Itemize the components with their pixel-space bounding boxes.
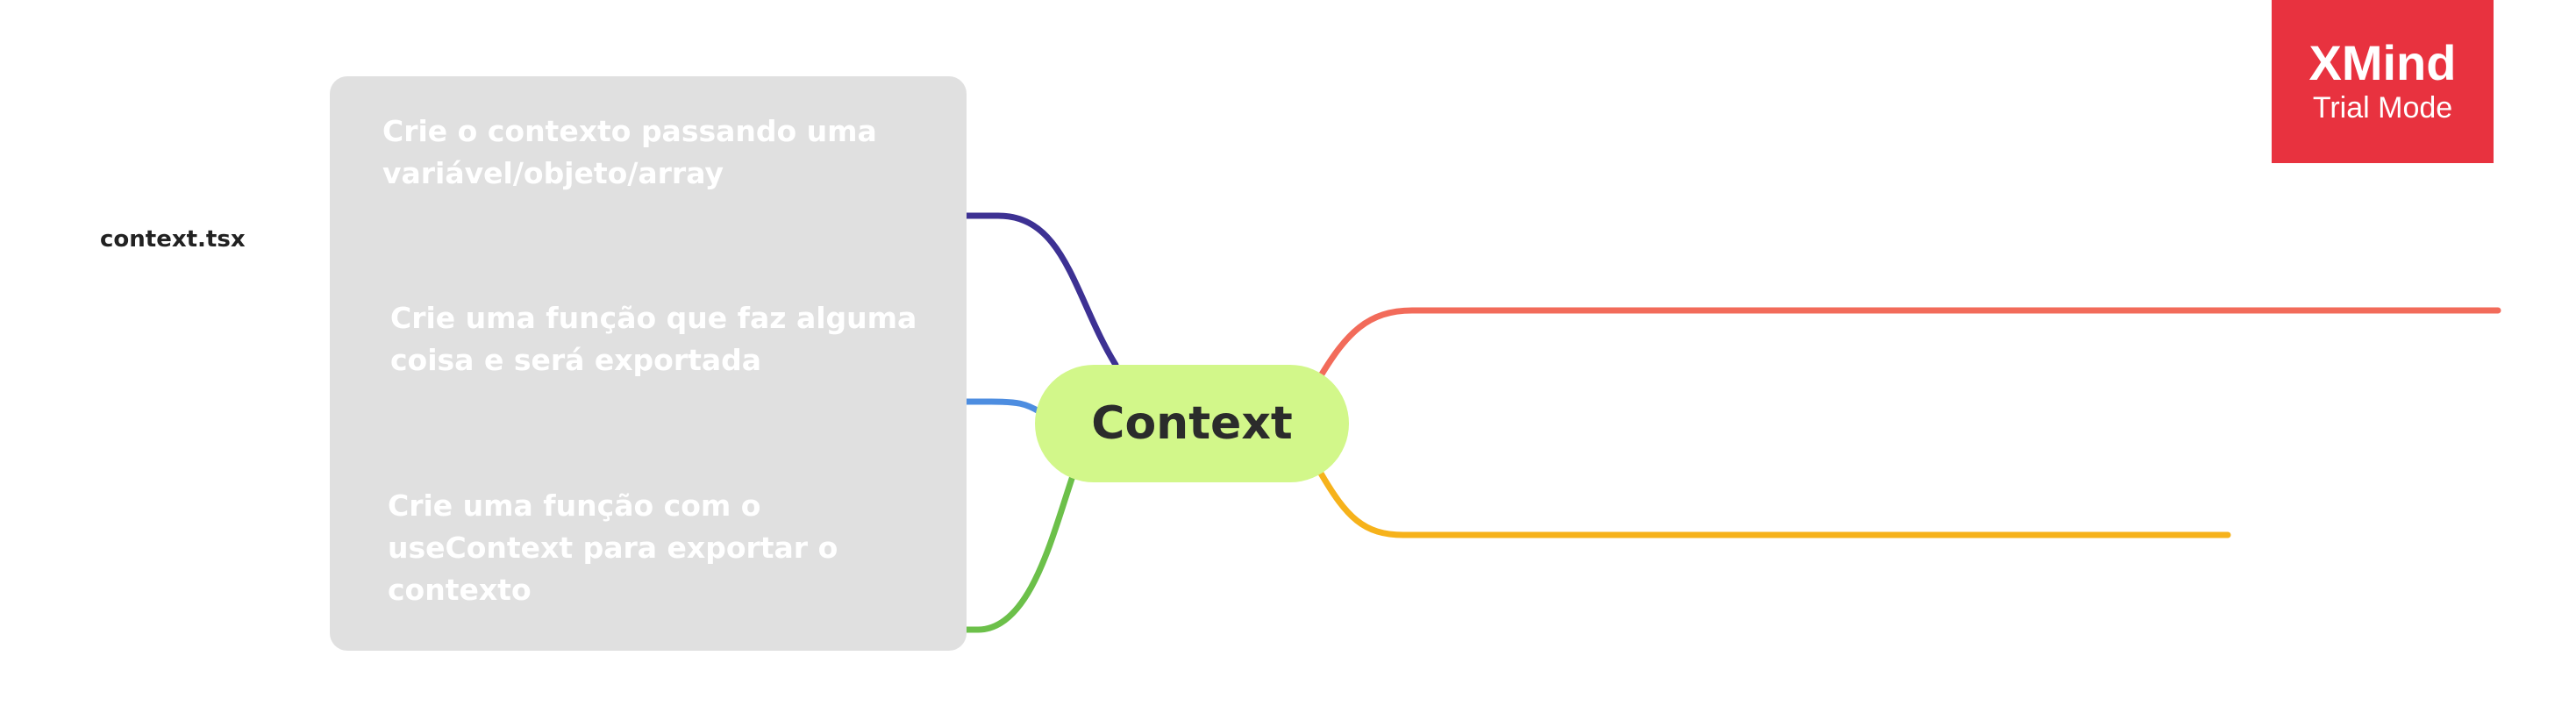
branch-group-boundary	[330, 76, 967, 651]
branch-topic-create-context[interactable]: Crie o contexto passando uma variável/ob…	[382, 114, 877, 190]
branch-topic-usecontext-function[interactable]: Crie uma função com o useContext para ex…	[388, 488, 838, 607]
floating-topic[interactable]: context.tsx	[100, 226, 246, 253]
connector-branch-right-bottom	[1317, 468, 2231, 538]
watermark-mode: Trial Mode	[2312, 91, 2453, 125]
watermark-brand: XMind	[2308, 35, 2457, 90]
central-topic-label: Context	[1091, 397, 1293, 450]
central-topic[interactable]: Context	[1035, 365, 1349, 482]
connector-usecontext-function	[347, 470, 1077, 633]
trial-mode-watermark: XMind Trial Mode	[2272, 0, 2494, 163]
connector-create-context	[342, 212, 1119, 368]
branch-topic-export-function[interactable]: Crie uma função que faz alguma coisa e s…	[390, 301, 917, 377]
connector-branch-right-top	[1317, 307, 2501, 381]
